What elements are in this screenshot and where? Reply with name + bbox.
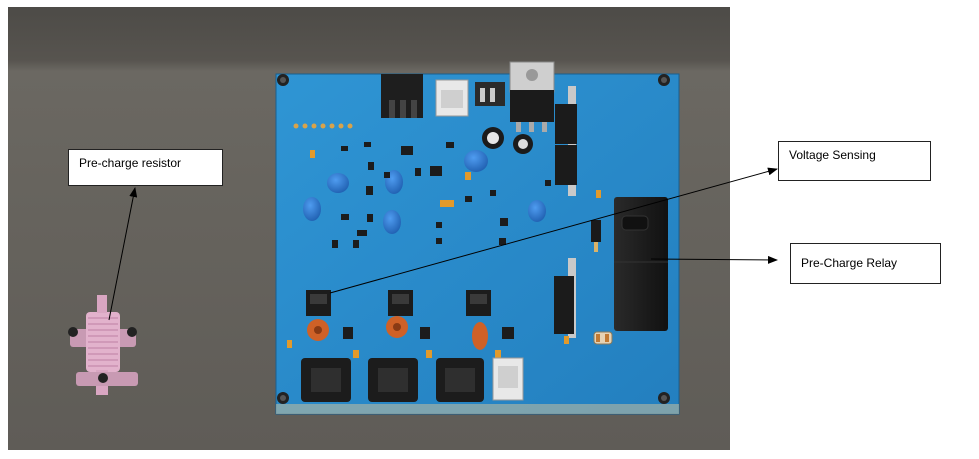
sensing-ic — [306, 290, 491, 316]
mounting-hole-icon — [277, 74, 670, 404]
orange-component — [307, 316, 488, 350]
electrolytic-capacitor — [482, 127, 533, 154]
heatsink-component — [554, 86, 577, 338]
arrow-precharge-relay — [650, 255, 778, 264]
label-precharge-relay: Pre-Charge Relay — [790, 243, 941, 284]
pcb-board — [275, 73, 680, 415]
arrow-voltage-sensing — [329, 167, 778, 294]
annotation-arrows — [108, 167, 778, 321]
bottom-connector — [301, 357, 524, 402]
smd-components — [332, 142, 551, 339]
precharge-relay — [614, 197, 668, 331]
label-precharge-resistor: Pre-charge resistor — [68, 149, 223, 186]
arrow-precharge-resistor — [108, 187, 138, 321]
label-voltage-sensing: Voltage Sensing — [778, 141, 931, 181]
regulator-component — [509, 61, 555, 132]
ceramic-capacitor — [303, 150, 546, 234]
fuse-component — [593, 331, 613, 345]
test-pin-row — [293, 123, 353, 129]
transistor-component — [591, 220, 601, 252]
top-connector — [381, 74, 505, 118]
precharge-resistor — [68, 295, 138, 395]
smd-resistors — [287, 150, 601, 358]
